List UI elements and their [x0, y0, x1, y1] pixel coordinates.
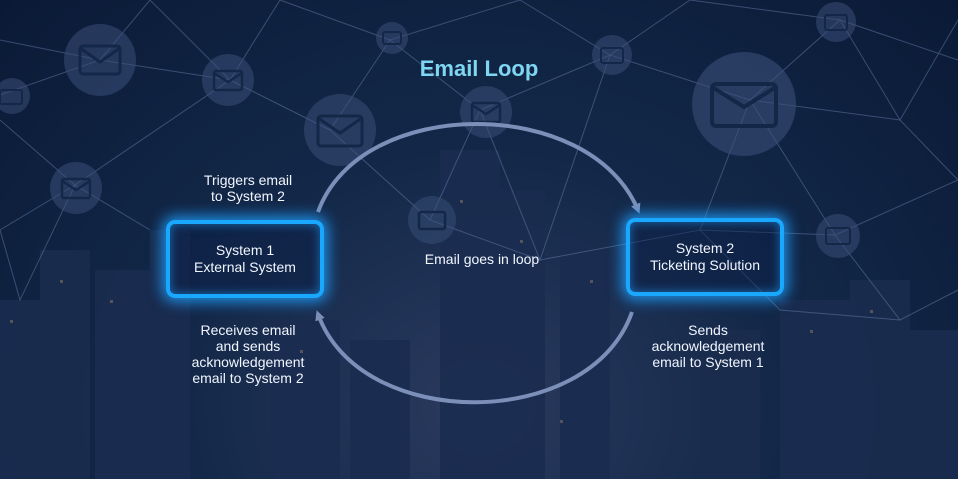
loop-arrow-top: [316, 122, 641, 214]
loop-arrow-bottom: [315, 310, 634, 405]
system2-name: System 2: [675, 240, 735, 256]
envelope-icon-8: [816, 2, 856, 42]
network-lines: [0, 0, 958, 321]
city-skyline: [0, 150, 958, 479]
label-receives-email: Receives email and sends acknowledgement…: [191, 322, 305, 386]
envelope-icon-7: [692, 52, 796, 156]
envelope-icon-12: [0, 78, 30, 114]
diagram-title: Email Loop: [419, 56, 539, 81]
envelope-icon-11: [816, 214, 860, 258]
city-lights: [10, 200, 873, 423]
label-triggers-email: Triggers email to System 2: [203, 172, 293, 204]
system1-name: System 1: [215, 242, 275, 258]
envelope-icon-1: [64, 24, 136, 96]
system2-type: Ticketing Solution: [650, 257, 760, 273]
center-label: Email goes in loop: [424, 251, 540, 267]
envelope-icon-10: [408, 196, 456, 244]
system1-box: System 1 External System: [166, 220, 324, 298]
envelope-icon-5: [460, 86, 512, 138]
system2-box: System 2 Ticketing Solution: [626, 218, 784, 296]
envelope-icon-4: [376, 22, 408, 54]
envelope-icon-9: [50, 162, 102, 214]
label-sends-acknowledgement: Sends acknowledgement email to System 1: [651, 322, 765, 370]
envelope-icon-6: [592, 35, 632, 75]
envelope-icon-3: [304, 94, 376, 166]
envelope-icon-2: [202, 54, 254, 106]
system1-type: External System: [194, 259, 296, 275]
